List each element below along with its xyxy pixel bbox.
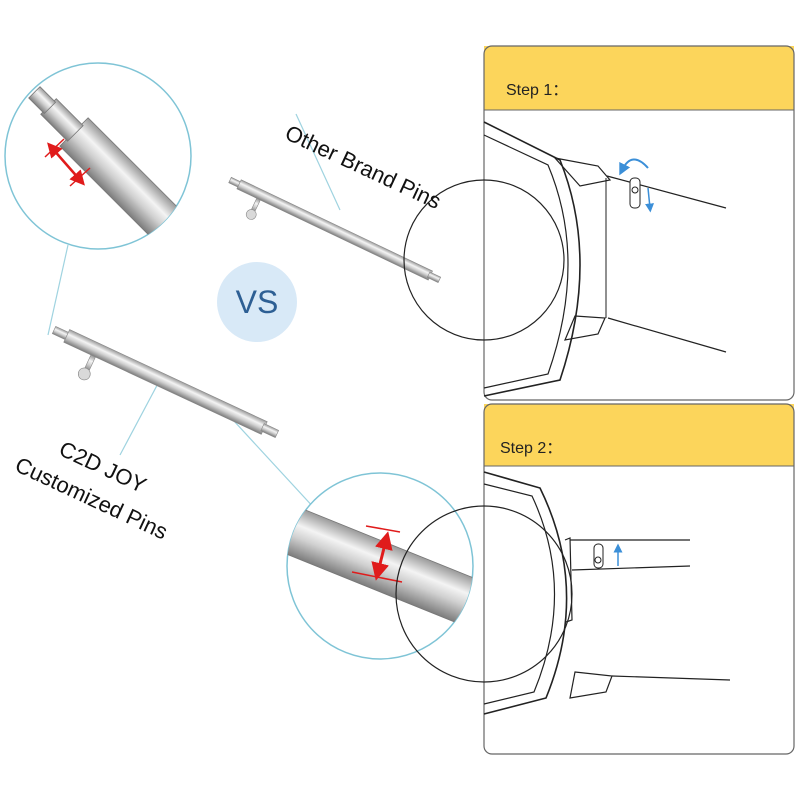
step-2-title: Step 2： xyxy=(500,440,563,457)
callout-line-bottom xyxy=(221,407,317,511)
label-line-other xyxy=(295,113,341,211)
magnifier-top xyxy=(4,62,192,250)
magnifier-bottom xyxy=(286,472,474,660)
label-line-c2d xyxy=(119,375,163,456)
step-1-title: Step 1： xyxy=(506,82,569,99)
step-1-panel xyxy=(403,45,795,401)
vs-label: VS xyxy=(235,284,279,320)
down-arrow-icon xyxy=(645,187,655,213)
vs-circle xyxy=(217,262,297,342)
step-2-panel xyxy=(395,403,795,755)
other-brand-pin xyxy=(228,176,442,283)
c2d-joy-pin xyxy=(51,325,280,438)
callout-line-top xyxy=(47,244,69,336)
rotate-arrow-icon xyxy=(619,158,649,176)
red-measure-arrow-top xyxy=(47,142,85,186)
red-measure-arrow-bottom xyxy=(371,531,393,581)
